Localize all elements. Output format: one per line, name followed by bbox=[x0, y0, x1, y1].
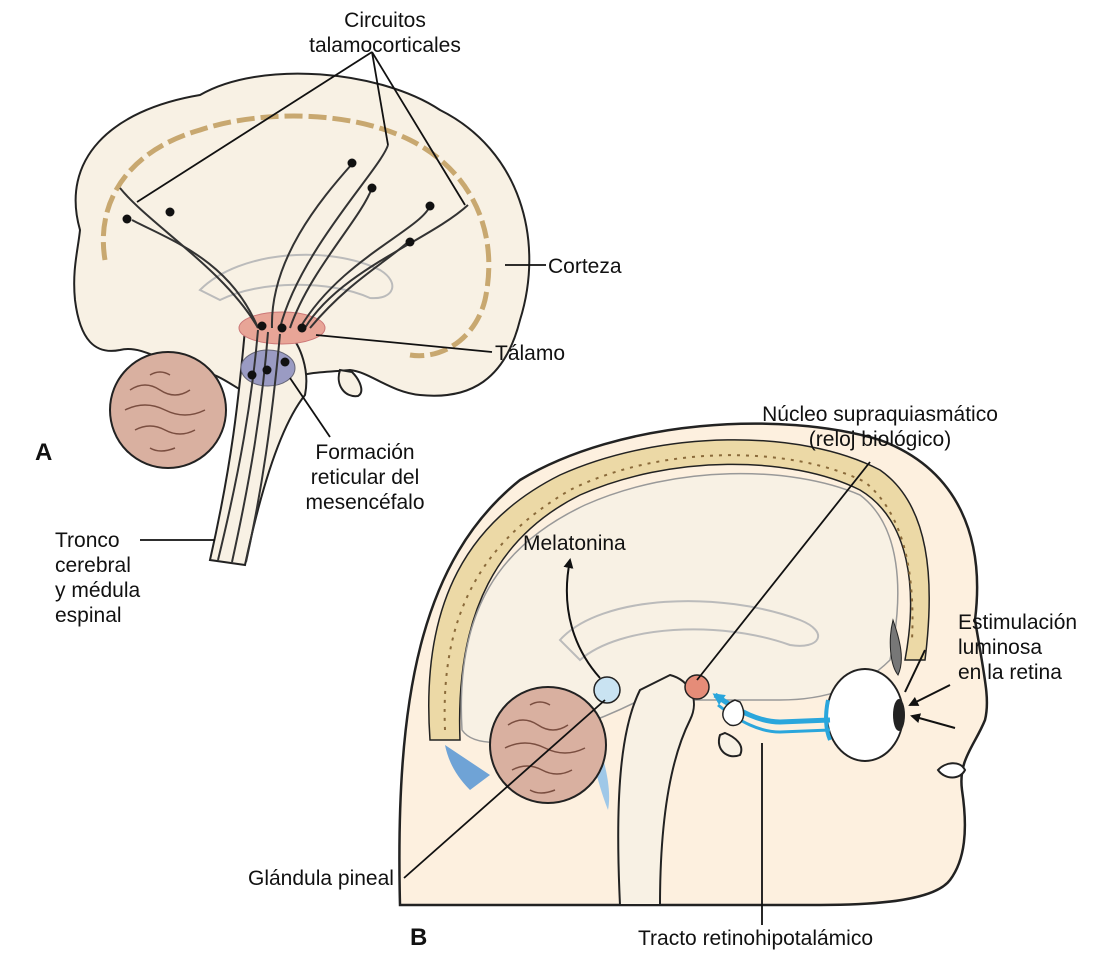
label-estimulacion-line1: Estimulación bbox=[958, 610, 1077, 635]
label-formacion: Formación reticular del mesencéfalo bbox=[290, 440, 440, 515]
label-formacion-line3: mesencéfalo bbox=[290, 490, 440, 515]
pituitary bbox=[339, 370, 362, 396]
panel-b-head bbox=[399, 424, 987, 925]
panel-a-letter: A bbox=[35, 440, 52, 465]
label-nucleo-line1: Núcleo supraquiasmático bbox=[755, 402, 1005, 427]
label-talamo: Tálamo bbox=[495, 341, 565, 366]
label-tracto: Tracto retinohipotalámico bbox=[638, 926, 873, 951]
label-nucleo-line2: (reloj biológico) bbox=[755, 427, 1005, 452]
label-tronco: Tronco cerebral y médula espinal bbox=[55, 528, 140, 628]
label-circuitos-line1: Circuitos bbox=[325, 8, 445, 33]
label-formacion-line1: Formación bbox=[290, 440, 440, 465]
label-nucleo: Núcleo supraquiasmático (reloj biológico… bbox=[755, 402, 1005, 452]
label-tronco-line1: Tronco bbox=[55, 528, 140, 553]
label-corteza: Corteza bbox=[548, 254, 622, 279]
label-pineal: Glándula pineal bbox=[248, 866, 394, 891]
label-circuitos-line2: talamocorticales bbox=[295, 33, 475, 58]
label-formacion-line2: reticular del bbox=[290, 465, 440, 490]
label-tronco-line4: espinal bbox=[55, 603, 140, 628]
cerebellum-a bbox=[110, 352, 226, 468]
label-tronco-line2: cerebral bbox=[55, 553, 140, 578]
label-circuitos: Circuitos talamocorticales bbox=[325, 8, 445, 58]
pineal-gland bbox=[594, 677, 620, 703]
eye bbox=[826, 669, 905, 761]
label-estimulacion-line3: en la retina bbox=[958, 660, 1077, 685]
panel-b-letter: B bbox=[410, 925, 427, 950]
label-estimulacion: Estimulación luminosa en la retina bbox=[958, 610, 1077, 685]
label-tronco-line3: y médula bbox=[55, 578, 140, 603]
label-melatonina: Melatonina bbox=[523, 531, 626, 556]
label-estimulacion-line2: luminosa bbox=[958, 635, 1077, 660]
nostril bbox=[938, 763, 965, 777]
